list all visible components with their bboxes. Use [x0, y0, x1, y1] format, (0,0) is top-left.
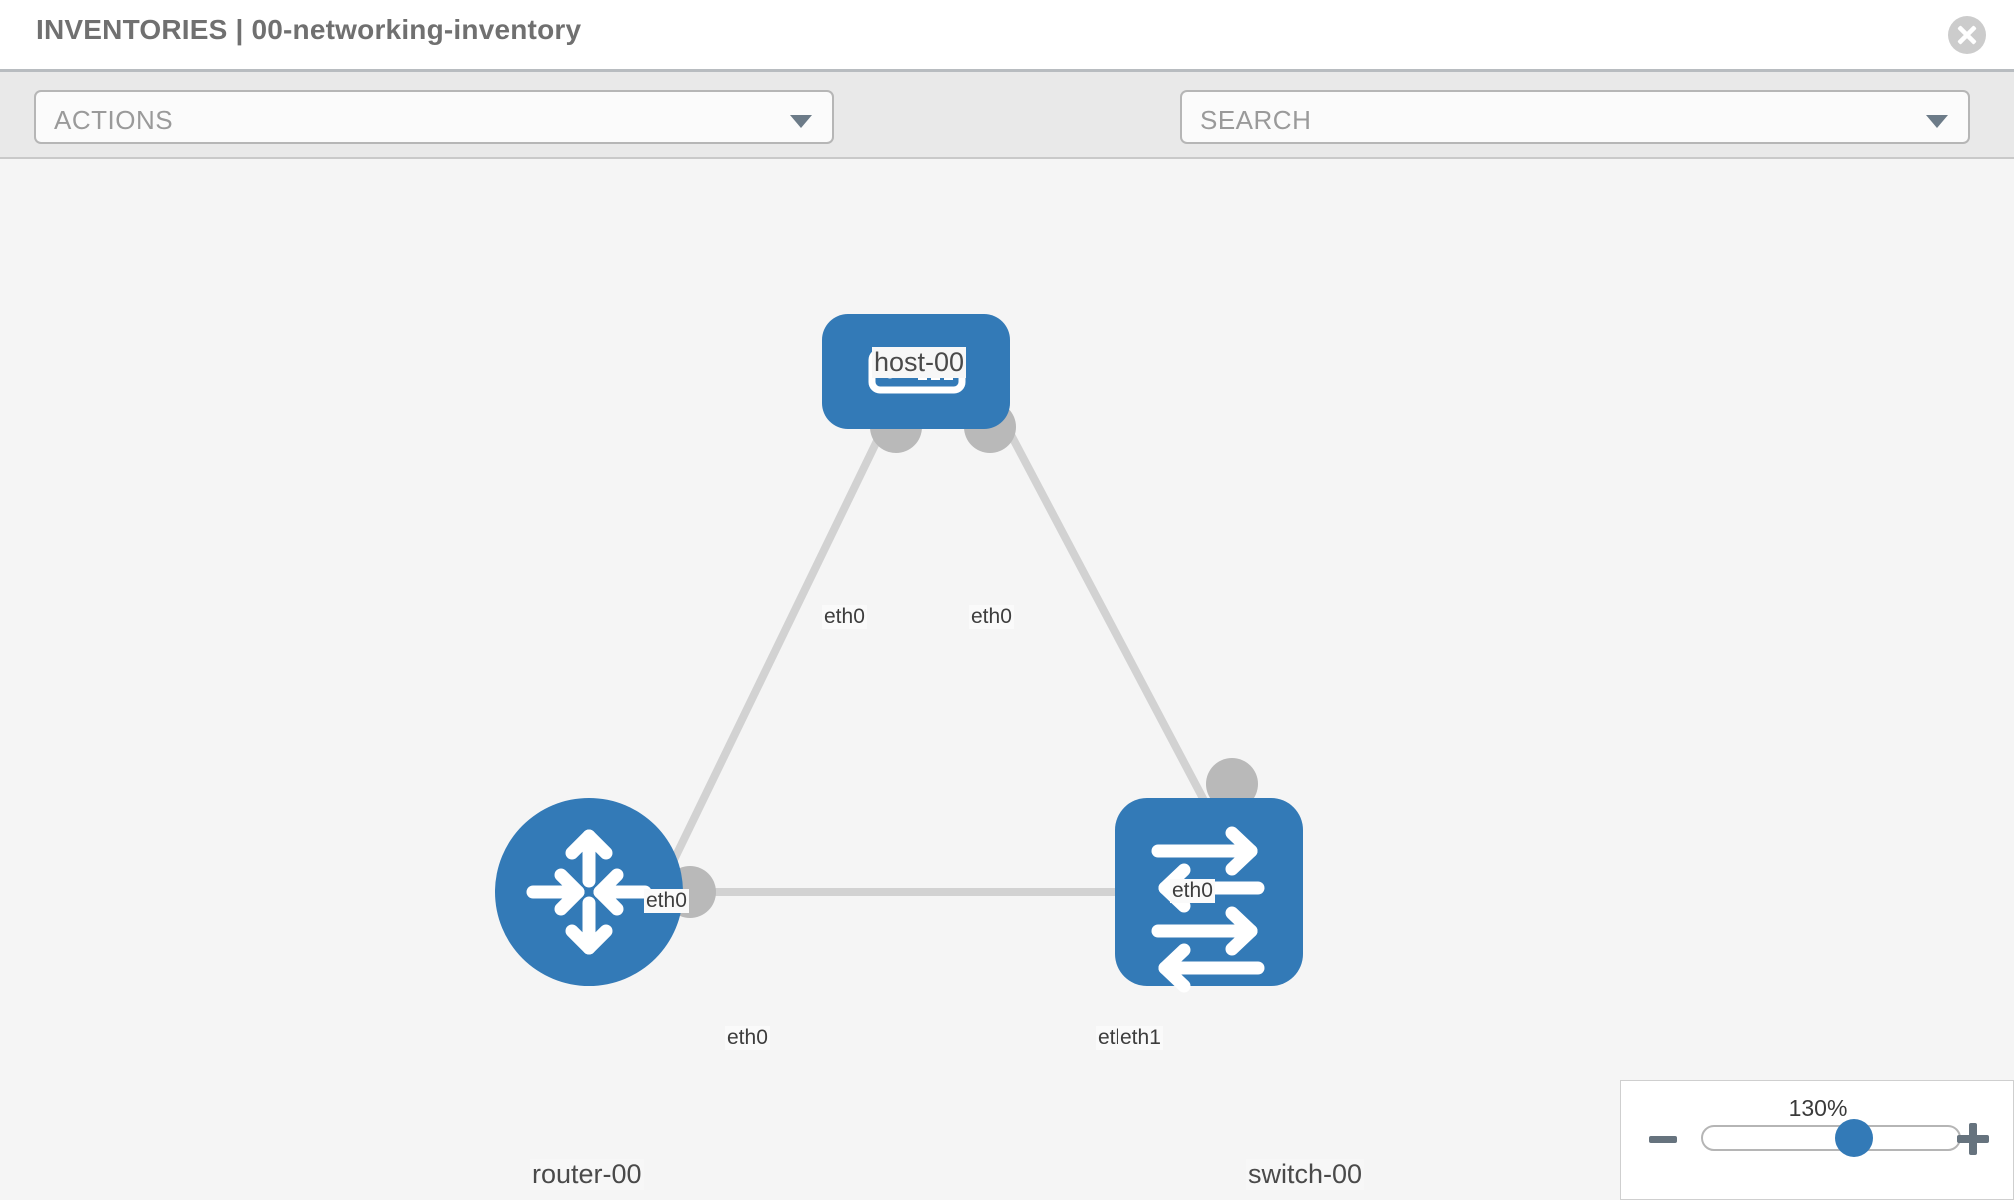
page-title: INVENTORIES | 00-networking-inventory: [36, 14, 582, 45]
edge-label: eth0: [969, 605, 1014, 629]
search-input[interactable]: SEARCH: [1180, 90, 1970, 144]
actions-dropdown[interactable]: ACTIONS: [34, 90, 834, 144]
router-arrows-icon: [526, 829, 652, 955]
link-host00-router00: [651, 412, 894, 901]
zoom-slider-track[interactable]: [1701, 1125, 1961, 1151]
plus-icon[interactable]: [1957, 1123, 1989, 1155]
node-label-switch-00: switch-00: [1246, 1159, 1365, 1190]
edge-label: eth0: [822, 605, 867, 629]
topology-graph: [495, 314, 1303, 993]
search-placeholder: SEARCH: [1200, 105, 1312, 135]
chevron-down-icon: [790, 115, 812, 128]
zoom-level-value: 130%: [1788, 1095, 1848, 1121]
connector-switch00-nw: [1206, 758, 1258, 810]
page-header: INVENTORIES | 00-networking-inventory: [0, 0, 2014, 69]
edge-label: eth1: [1118, 1026, 1163, 1050]
edge-label: eth0: [725, 1026, 770, 1050]
edge-label: eth0: [1170, 879, 1215, 903]
toolbar: ACTIONS SEARCH: [0, 69, 2014, 201]
node-label-host-00: host-00: [872, 347, 967, 378]
zoom-control-panel: 130%: [1620, 1080, 2014, 1200]
close-icon[interactable]: [1948, 16, 1986, 54]
node-label-router-00: router-00: [530, 1159, 644, 1190]
chevron-down-icon[interactable]: [1926, 115, 1948, 128]
link-host00-switch00: [996, 412, 1239, 861]
minus-icon[interactable]: [1649, 1136, 1677, 1143]
topology-canvas[interactable]: host-00 router-00 switch-00 eth0 eth0 et…: [0, 159, 2014, 1200]
actions-dropdown-label: ACTIONS: [54, 105, 174, 135]
node-router-00[interactable]: [495, 798, 683, 986]
edge-label: eth0: [644, 889, 689, 913]
zoom-slider-thumb[interactable]: [1835, 1119, 1873, 1157]
